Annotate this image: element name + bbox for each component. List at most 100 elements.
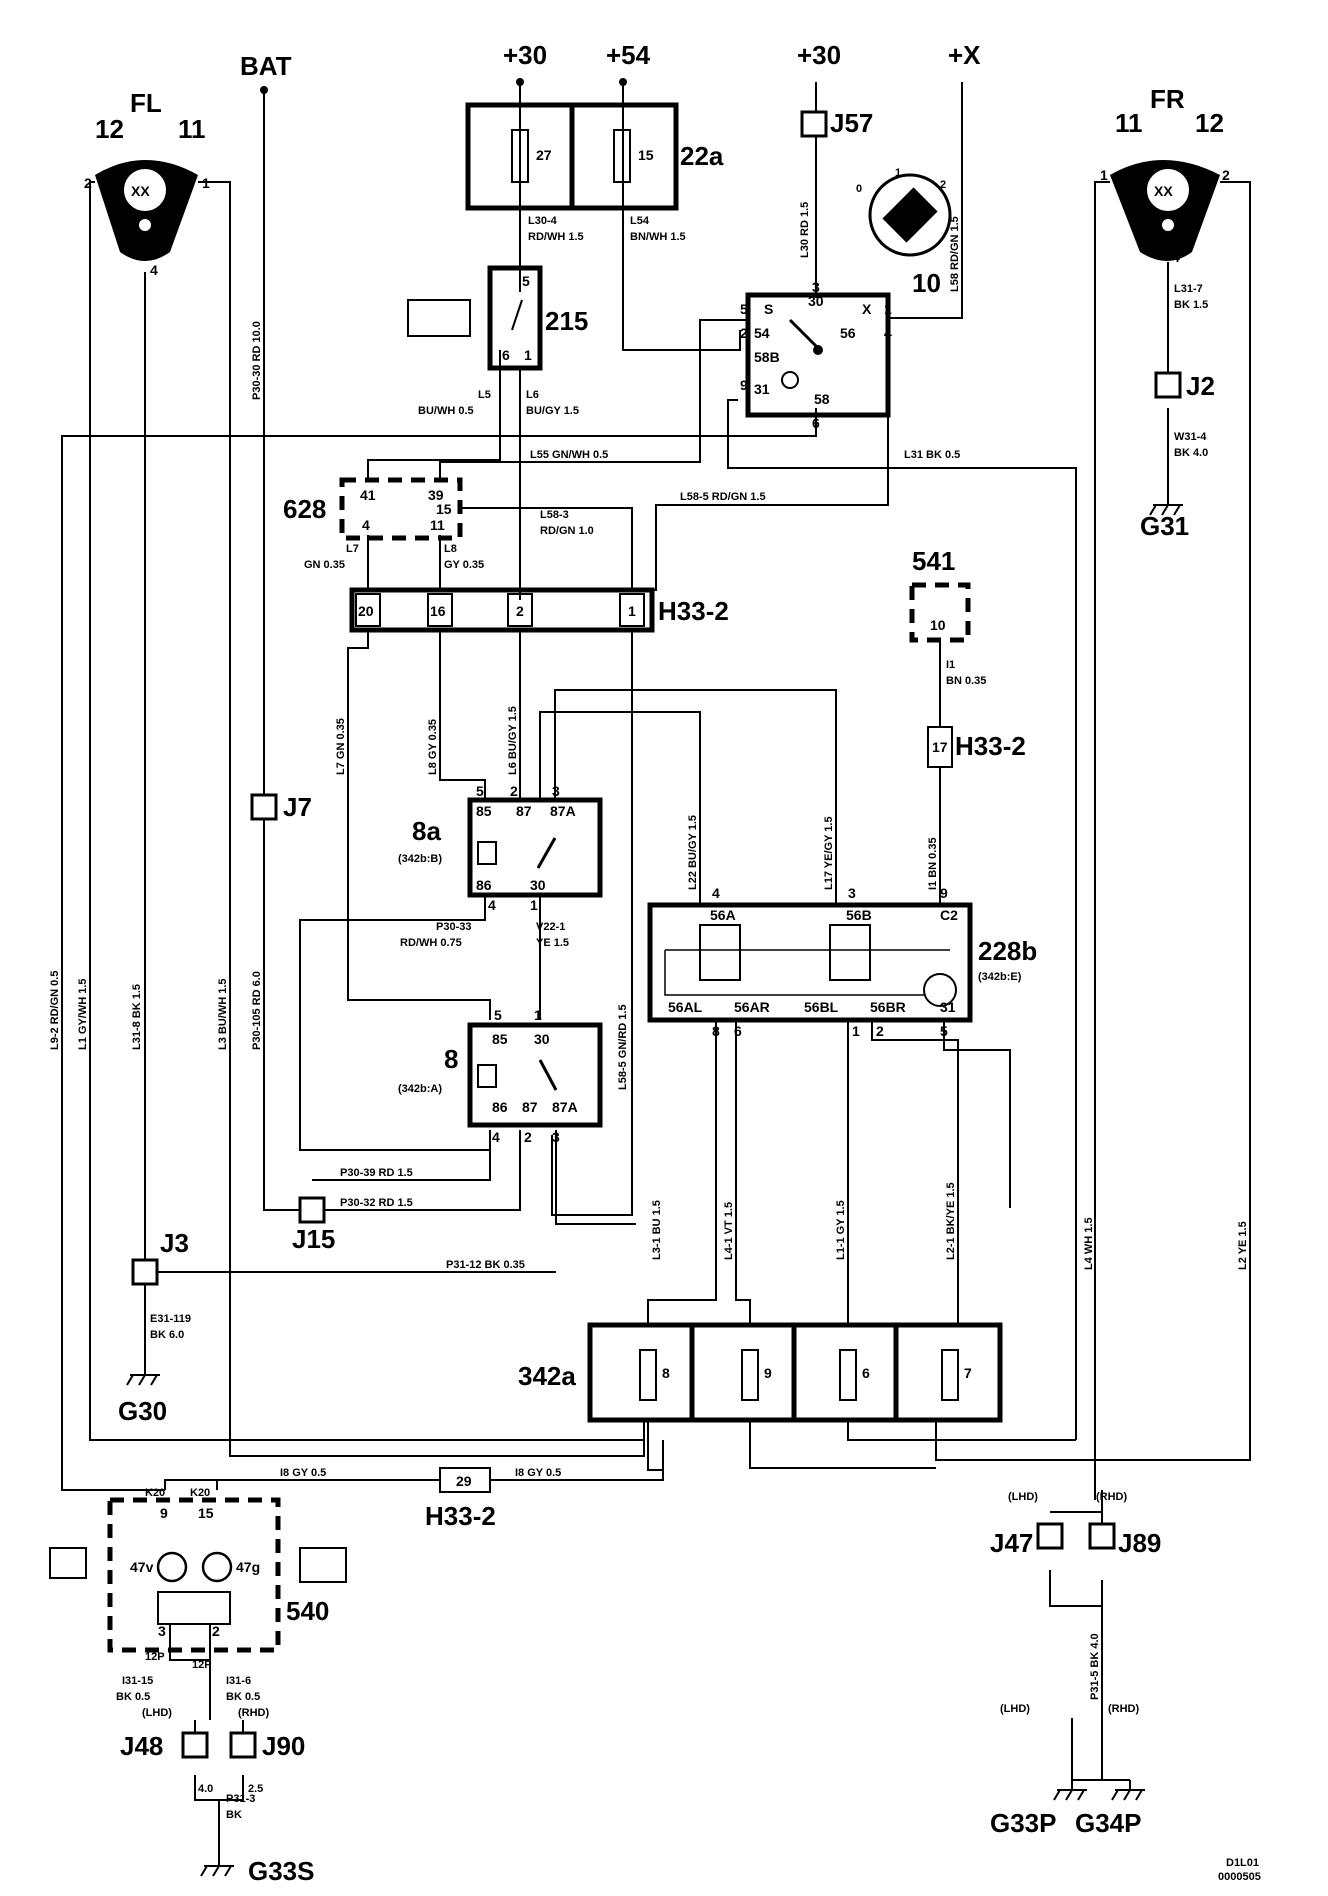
wire-l30-4: L30-4 [528,215,558,227]
f342-fuse-6: 6 [862,1365,870,1381]
lamp-fr-name: FR [1150,84,1185,114]
sw-term-56: 56 [840,325,856,341]
wire-i31-6-spec: BK 0.5 [226,1691,260,1703]
h33-pin-16: 16 [430,603,446,619]
sw-term-58b: 58B [754,349,780,365]
wire-w31-4-spec: BK 4.0 [1174,447,1208,459]
c540-pin-2: 2 [212,1623,220,1639]
footer-code-1: D1L01 [1226,1857,1259,1869]
wire-v22-1-spec: YE 1.5 [536,937,569,949]
sw-pin-4: 4 [884,325,892,341]
wire-l54-spec: BN/WH 1.5 [630,231,686,243]
switch-ring-2: 2 [940,179,946,191]
lamp-fl-pin11: 11 [178,114,206,144]
f342-fuse-8: 8 [662,1365,670,1381]
relay-8-label: 8 [444,1044,458,1074]
wire-l30: L30 RD 1.5 [799,202,811,258]
connector-628 [339,477,463,541]
fuse-15-label: 15 [638,147,654,163]
m228-term-31: 31 [940,999,956,1015]
r8-term-85: 85 [492,1031,508,1047]
wire-l58-5: L58-5 RD/GN 1.5 [680,491,766,503]
wire-v-p31-5: P31-5 BK 4.0 [1089,1633,1101,1700]
j89-label: J89 [1118,1528,1161,1558]
m228-pin-5: 5 [940,1023,948,1039]
wires [61,82,1251,1860]
c628-pin-15: 15 [436,501,452,517]
wire-l5-spec: BU/WH 0.5 [418,405,474,417]
lamp-fr-p2: 2 [1222,167,1230,183]
wire-i8-a: I8 GY 0.5 [280,1467,326,1479]
m228-term-56ar: 56AR [734,999,770,1015]
h33-pin-2: 2 [516,603,524,619]
lamp-fr-xx: XX [1154,183,1173,199]
m228-pin-3: 3 [848,885,856,901]
m228-pin-8: 8 [712,1023,720,1039]
r8a-term-87: 87 [516,803,532,819]
lamp-fr-p4: 4 [1172,249,1180,265]
wire-4-0: 4.0 [198,1783,213,1795]
g33s-label: G33S [248,1856,315,1886]
wire-v-l4: L4 WH 1.5 [1083,1217,1095,1270]
j15-label: J15 [292,1224,335,1254]
c628-pin-4: 4 [362,517,370,533]
wire-v-l22: L22 BU/GY 1.5 [687,815,699,890]
wire-v-l3: L3 BU/WH 1.5 [217,978,229,1050]
r8-pin-5: 5 [494,1007,502,1023]
wire-l58: L58 RD/GN 1.5 [949,216,961,292]
r8a-term-85: 85 [476,803,492,819]
wire-l58-3-spec: RD/GN 1.0 [540,525,594,537]
connector-h33-2-pin29 [439,1467,491,1493]
sw-pin-3: 3 [812,279,820,295]
sw-term-58: 58 [814,391,830,407]
h33c-pin-29: 29 [456,1473,472,1489]
m228-pin-6: 6 [734,1023,742,1039]
r8a-pin-2: 2 [510,783,518,799]
g34p-label: G34P [1075,1808,1142,1838]
c628-pin-39: 39 [428,487,444,503]
r8a-pin-1: 1 [530,897,538,913]
sw-term-54: 54 [754,325,770,341]
wire-i31-15: I31-15 [122,1675,153,1687]
footer-code-2: 0000505 [1218,1871,1261,1883]
sw-pin-1: 1 [884,301,892,317]
c540-pin-15: 15 [198,1505,214,1521]
m228-pin-9: 9 [940,885,948,901]
j47-label: J47 [990,1528,1033,1558]
j90-label: J90 [262,1731,305,1761]
m228-term-56bl: 56BL [804,999,839,1015]
r8-term-86: 86 [492,1099,508,1115]
lamp-fl-p1: 1 [202,175,210,191]
wire-l54: L54 [630,215,650,227]
c540-12p-b: 12P [192,1659,212,1671]
lamp-fr-p1: 1 [1100,167,1108,183]
j2-label: J2 [1186,371,1215,401]
lamp-fl-name: FL [130,88,162,118]
r8-term-30: 30 [534,1031,550,1047]
relay-8a-label: 8a [412,816,441,846]
c540-pin-9: 9 [160,1505,168,1521]
connector-541-label: 541 [912,546,955,576]
relay-8 [467,1022,603,1128]
g33p-label: G33P [990,1808,1057,1838]
wire-p30-32: P30-32 RD 1.5 [340,1197,413,1209]
c628-pin-11: 11 [430,517,445,533]
wire-e31-119-spec: BK 6.0 [150,1329,184,1341]
r8a-pin-3: 3 [552,783,560,799]
lamp-fl [95,160,198,261]
wire-v-l1: L1 GY/WH 1.5 [77,978,89,1050]
m228-term-56a: 56A [710,907,736,923]
lamp-fl-pin12: 12 [95,114,124,144]
wire-e31-119: E31-119 [150,1313,191,1325]
r215-pin-5: 5 [522,273,530,289]
fusebox-342a-label: 342a [518,1361,576,1391]
wire-l6: L6 [526,389,539,401]
unit-540-label: 540 [286,1596,329,1626]
m228-pin-1: 1 [852,1023,860,1039]
r8a-term-86: 86 [476,877,492,893]
sw-pin-9: 9 [740,377,748,393]
sw-pin-x: X [862,301,872,317]
wire-p30-30: P30-30 RD 10.0 [251,321,263,400]
wire-v-i1: I1 BN 0.35 [927,837,939,890]
